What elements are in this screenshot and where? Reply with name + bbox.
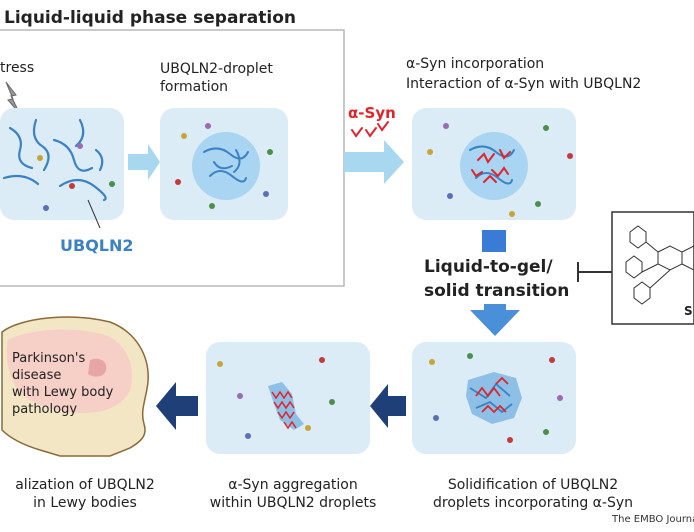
transition-line2: solid transition	[424, 281, 570, 301]
asyn-label: α-Syn	[348, 104, 396, 122]
droplet-formation-line2: formation	[160, 79, 229, 95]
stress-label: tress	[0, 60, 35, 76]
inhibitor-label: S	[684, 304, 693, 318]
caption-right-line2: droplets incorporating α-Syn	[432, 495, 633, 511]
diagram-title: Liquid-liquid phase separation	[4, 8, 297, 28]
caption-mid-line2: within UBQLN2 droplets	[209, 495, 377, 511]
journal-credit: The EMBO Journal	[612, 514, 694, 525]
caption-left-line2: in Lewy bodies	[33, 495, 137, 511]
droplet-formation-line1: UBQLN2-droplet	[160, 61, 273, 77]
parkinsons-line4: pathology	[12, 402, 78, 417]
droplet-formation-label: UBQLN2-droplet formation	[160, 60, 273, 96]
caption-left: alization of UBQLN2 in Lewy bodies	[0, 476, 170, 512]
caption-right: Solidification of UBQLN2 droplets incorp…	[408, 476, 658, 512]
incorporation-label: α-Syn incorporation Interaction of α-Syn…	[406, 54, 641, 94]
parkinsons-label: Parkinson's disease with Lewy body patho…	[12, 350, 113, 418]
caption-mid-line1: α-Syn aggregation	[228, 477, 358, 493]
transition-line1: Liquid-to-gel/	[424, 257, 553, 277]
caption-left-line1: alization of UBQLN2	[15, 477, 155, 493]
transition-label: Liquid-to-gel/ solid transition	[424, 255, 569, 303]
parkinsons-line1: Parkinson's	[12, 351, 86, 366]
incorporation-line1: α-Syn incorporation	[406, 56, 545, 72]
parkinsons-line2: disease	[12, 368, 62, 383]
caption-right-line1: Solidification of UBQLN2	[447, 477, 619, 493]
ubqln2-label: UBQLN2	[60, 236, 134, 255]
parkinsons-line3: with Lewy body	[12, 385, 114, 400]
caption-mid: α-Syn aggregation within UBQLN2 droplets	[198, 476, 388, 512]
incorporation-line2: Interaction of α-Syn with UBQLN2	[406, 76, 642, 92]
